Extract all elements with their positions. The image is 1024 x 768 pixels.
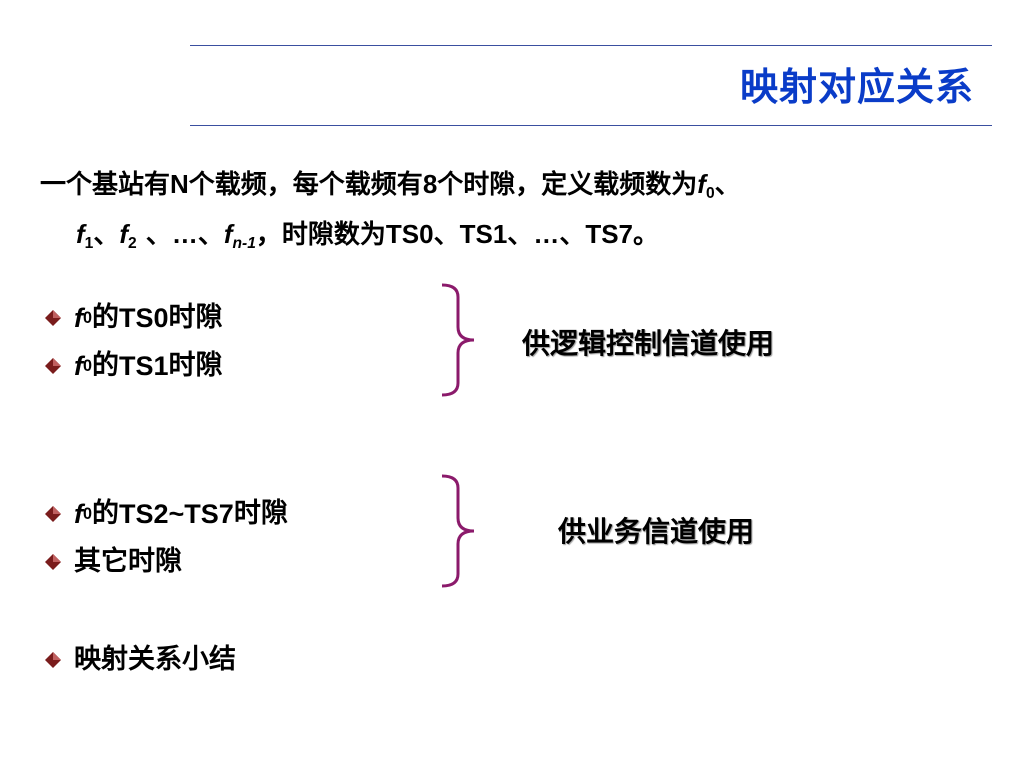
diamond-bullet-icon xyxy=(45,310,61,326)
diamond-bullet-icon xyxy=(45,506,61,522)
right-brace-icon xyxy=(441,283,475,397)
right-brace-icon xyxy=(441,474,475,588)
diamond-bullet-icon xyxy=(45,554,61,570)
mapping-summary-link[interactable]: 映射关系小结 xyxy=(74,644,236,675)
intro-line-2: f1、f2 、…、fn-1，时隙数为TS0、TS1、…、TS7。 xyxy=(76,219,660,252)
note-logical-control-channel: 供逻辑控制信道使用 xyxy=(522,327,775,360)
diamond-bullet-icon xyxy=(45,652,61,668)
title-rule-bottom xyxy=(190,125,992,126)
bullet-item-other-slots: 其它时隙 xyxy=(44,546,182,578)
note-traffic-channel: 供业务信道使用 xyxy=(558,515,755,548)
bullet-item-mapping-summary[interactable]: 映射关系小结 xyxy=(44,644,236,676)
intro-line-1: 一个基站有N个载频，每个载频有8个时隙，定义载频数为f0、 xyxy=(40,169,741,202)
intro-paragraph: 一个基站有N个载频，每个载频有8个时隙，定义载频数为f0、 f1、f2 、…、f… xyxy=(40,164,990,264)
title-rule-top xyxy=(190,45,992,46)
diamond-bullet-icon xyxy=(45,358,61,374)
page-title: 映射对应关系 xyxy=(739,65,974,109)
